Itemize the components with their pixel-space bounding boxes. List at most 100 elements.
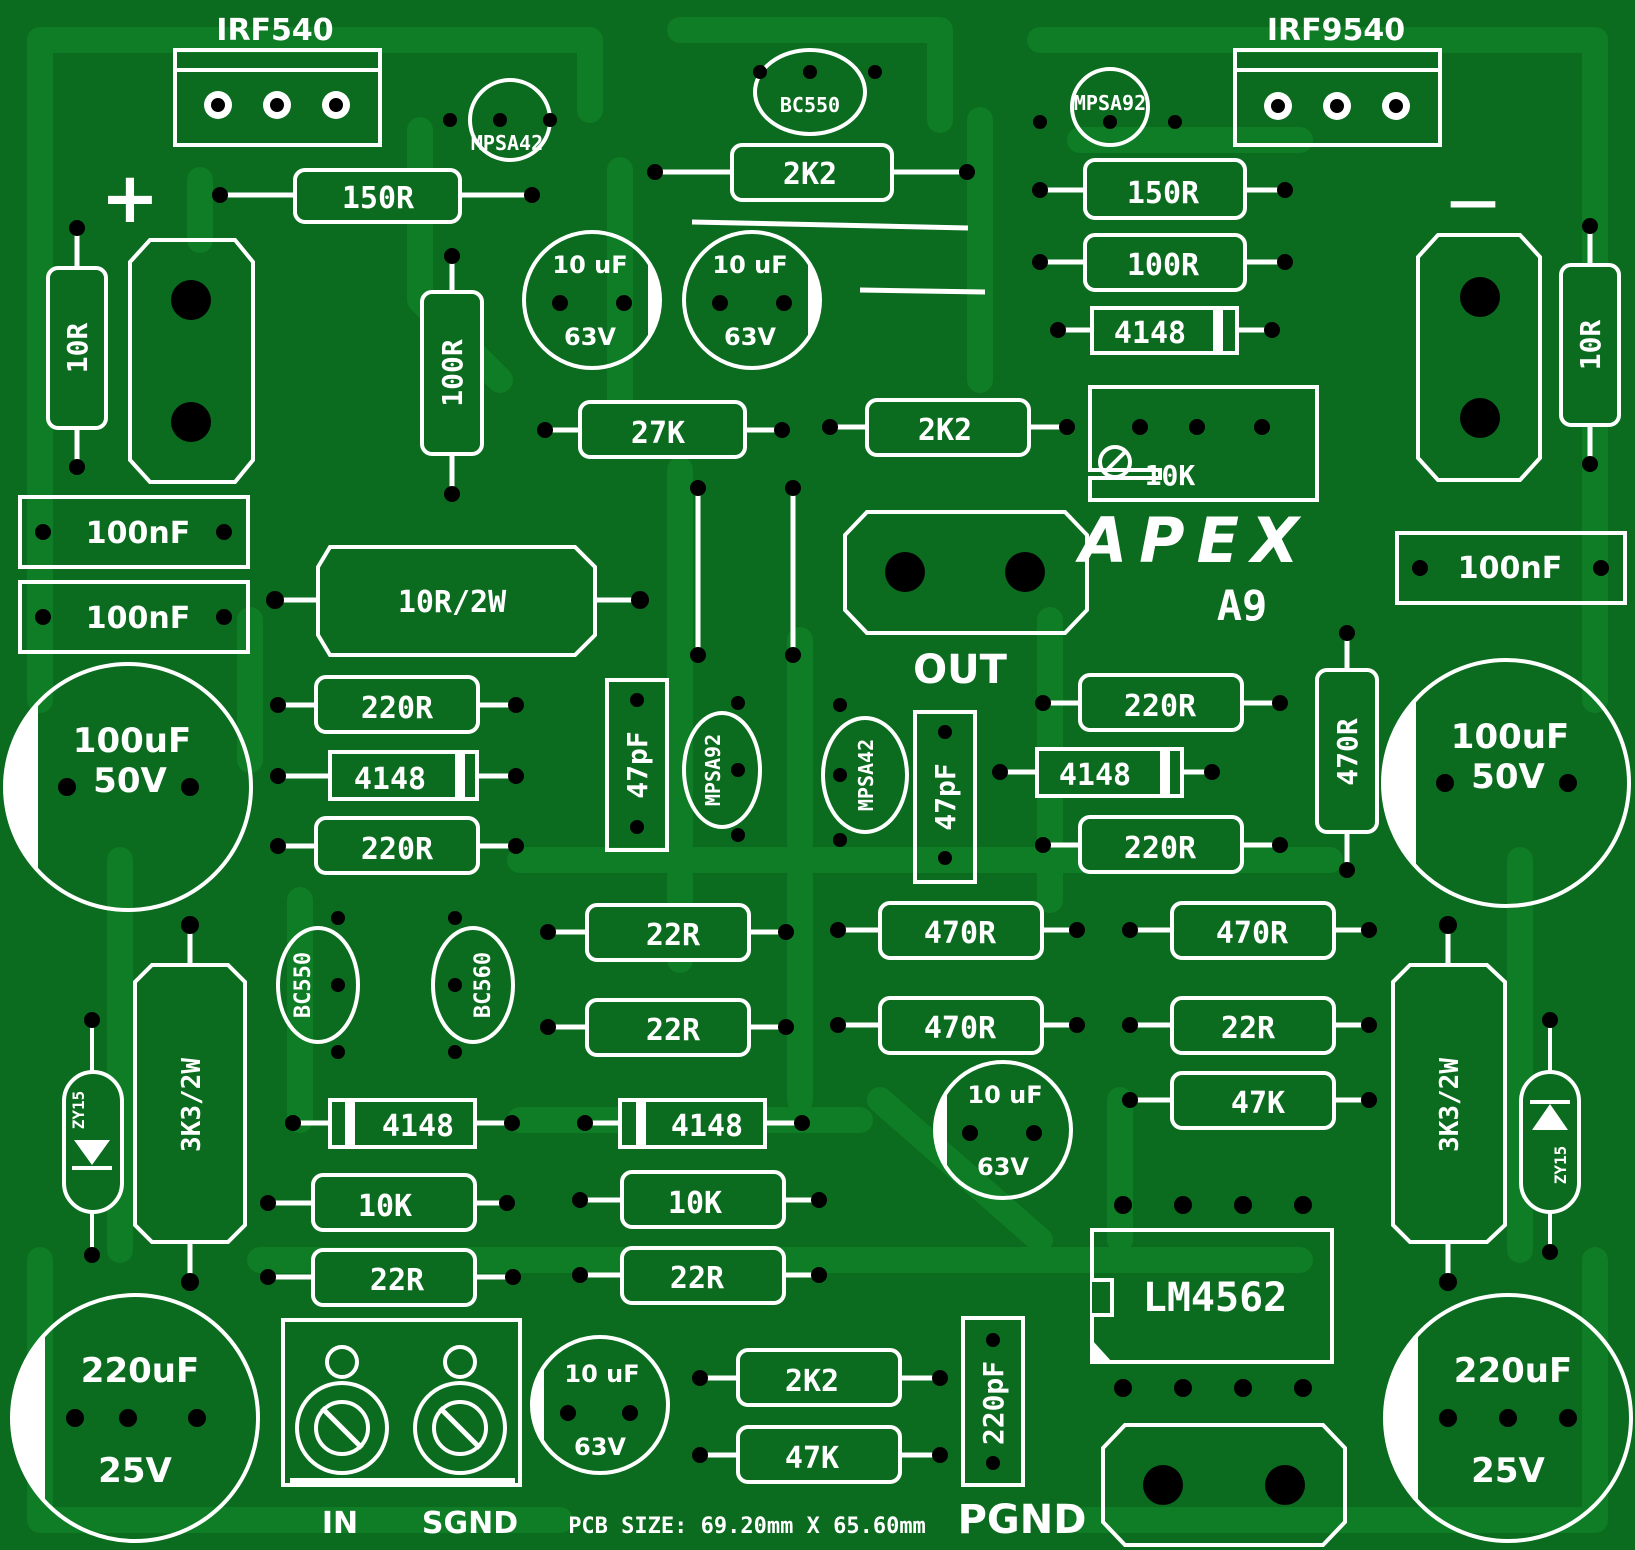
svg-text:10 uF: 10 uF — [552, 251, 627, 279]
svg-text:10K: 10K — [668, 1186, 722, 1221]
resistor-10r-left: 10R — [46, 220, 108, 475]
resistor-150r-left: 150R — [212, 168, 540, 224]
svg-text:3K3/2W: 3K3/2W — [177, 1058, 207, 1152]
svg-text:220pF: 220pF — [977, 1361, 1010, 1445]
svg-text:2K2: 2K2 — [783, 157, 837, 192]
cap-100nf-right: 100nF — [1395, 531, 1627, 605]
svg-text:4148: 4148 — [354, 762, 426, 797]
resistor-470r-m2: 470R — [1122, 901, 1377, 960]
resistor-100r-right: 100R — [1032, 233, 1293, 292]
pcb-size-note: PCB SIZE: 69.20mm X 65.60mm — [568, 1514, 926, 1539]
svg-text:ZY15: ZY15 — [1551, 1146, 1570, 1185]
apex-logo: APEX A9 — [1074, 504, 1311, 630]
svg-text:220R: 220R — [1124, 831, 1197, 866]
svg-text:100nF: 100nF — [86, 516, 190, 551]
svg-text:220uF: 220uF — [81, 1351, 199, 1391]
pad — [690, 480, 706, 496]
resistor-100r-left: 100R — [420, 248, 484, 502]
svg-text:10R: 10R — [61, 323, 94, 374]
cap-10uf-b: 10 uF 63V — [682, 230, 822, 370]
diode-4148-l2: 4148 — [285, 1098, 520, 1149]
svg-text:470R: 470R — [924, 916, 997, 951]
resistor-220r-r2: 220R — [1035, 815, 1288, 874]
cap-47pf-right: 47pF — [913, 710, 977, 884]
resistor-47k-r: 47K — [1122, 1071, 1377, 1130]
svg-text:220R: 220R — [1124, 689, 1197, 724]
svg-text:APEX: APEX — [1074, 504, 1311, 577]
svg-text:220R: 220R — [361, 691, 434, 726]
jumper-mid — [859, 287, 986, 295]
resistor-22r-m4: 22R — [572, 1246, 827, 1305]
power-pad-minus — [1416, 233, 1542, 482]
svg-text:47K: 47K — [785, 1441, 839, 1476]
ic-lm4562: LM4562 — [1090, 1196, 1334, 1397]
resistor-27k: 27K — [537, 400, 790, 459]
svg-text:10 uF: 10 uF — [564, 1360, 639, 1388]
svg-text:A9: A9 — [1217, 581, 1268, 630]
svg-text:BC550: BC550 — [291, 952, 316, 1018]
resistor-47k-bottom: 47K — [692, 1425, 948, 1484]
input-terminal-block — [281, 1318, 522, 1487]
irf9540-label: IRF9540 — [1267, 13, 1405, 48]
cap-220uf-right: 220uF 25V — [1383, 1293, 1633, 1543]
svg-text:2K2: 2K2 — [785, 1364, 839, 1399]
svg-text:MPSA92: MPSA92 — [1074, 91, 1146, 115]
resistor-470r-m3: 470R — [830, 996, 1085, 1055]
svg-text:47K: 47K — [1231, 1086, 1285, 1121]
pad — [690, 647, 706, 663]
svg-text:50V: 50V — [1471, 757, 1545, 797]
cap-10uf-d: 10 uF 63V — [530, 1335, 670, 1475]
resistor-150r-right: 150R — [1032, 158, 1293, 220]
svg-text:470R: 470R — [924, 1011, 997, 1046]
svg-text:BC550: BC550 — [780, 93, 840, 117]
svg-text:22R: 22R — [1221, 1011, 1276, 1046]
resistor-470r-vertical: 470R — [1315, 625, 1379, 878]
svg-text:100uF: 100uF — [1451, 717, 1569, 757]
resistor-220r-l1: 220R — [270, 675, 524, 734]
cap-220pf: 220pF — [961, 1316, 1025, 1487]
svg-text:25V: 25V — [1471, 1451, 1545, 1491]
svg-text:150R: 150R — [342, 181, 415, 216]
pad — [785, 647, 801, 663]
svg-text:100nF: 100nF — [86, 601, 190, 636]
bc550-lower: BC550 — [276, 911, 360, 1059]
resistor-220r-r1: 220R — [1035, 673, 1288, 732]
svg-text:ZY15: ZY15 — [69, 1091, 88, 1130]
svg-text:MPSA42: MPSA42 — [471, 131, 543, 155]
jumper-top — [691, 219, 969, 231]
svg-text:10K: 10K — [358, 1189, 412, 1224]
pgnd-label: PGND — [958, 1497, 1087, 1543]
diode-4148-top: 4148 — [1050, 306, 1280, 355]
svg-text:10 uF: 10 uF — [712, 251, 787, 279]
bc560-lower: BC560 — [431, 911, 515, 1059]
svg-text:10R: 10R — [1574, 320, 1607, 371]
svg-text:27K: 27K — [631, 416, 685, 451]
cap-100nf-left-a: 100nF — [18, 495, 250, 569]
resistor-10k-m: 10K — [572, 1170, 827, 1229]
svg-text:22R: 22R — [646, 918, 701, 953]
minus-sign: — — [1448, 172, 1498, 230]
irf9540-footprint — [1233, 48, 1442, 147]
svg-text:4148: 4148 — [1059, 758, 1131, 793]
svg-text:4148: 4148 — [382, 1109, 454, 1144]
svg-text:220R: 220R — [361, 832, 434, 867]
resistor-22r-l: 22R — [260, 1248, 521, 1307]
svg-text:BC560: BC560 — [471, 952, 496, 1018]
cap-10uf-a: 10 uF 63V — [522, 230, 662, 370]
cap-100uf-left: 100uF 50V — [3, 662, 253, 912]
bc550-top: BC550 — [753, 48, 882, 136]
svg-text:22R: 22R — [646, 1013, 701, 1048]
trimmer-10k: 10K — [1088, 385, 1319, 502]
resistor-2k2-bottom: 2K2 — [692, 1348, 948, 1407]
resistor-2k2-mid: 2K2 — [822, 398, 1075, 457]
svg-text:63V: 63V — [977, 1153, 1029, 1181]
svg-text:4148: 4148 — [1114, 316, 1186, 351]
svg-text:3K3/2W: 3K3/2W — [1435, 1058, 1465, 1152]
svg-text:22R: 22R — [670, 1261, 725, 1296]
resistor-10r-right: 10R — [1559, 218, 1621, 472]
svg-text:MPSA42: MPSA42 — [854, 739, 878, 811]
plus-sign: + — [101, 157, 160, 239]
resistor-22r-m2: 22R — [540, 998, 794, 1057]
pad — [785, 480, 801, 496]
